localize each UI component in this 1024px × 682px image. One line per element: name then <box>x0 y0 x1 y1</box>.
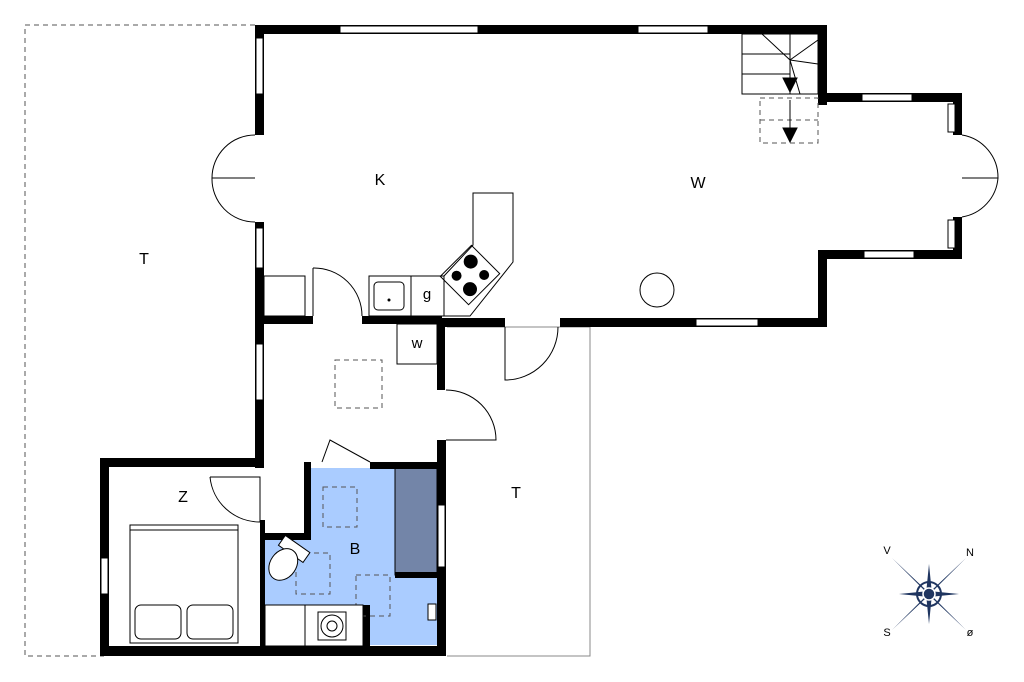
terrace-left-outline <box>24 24 255 657</box>
staircase <box>741 33 819 144</box>
label-living: W <box>690 175 706 192</box>
label-bedroom: Z <box>178 489 188 506</box>
double-bed <box>129 524 239 644</box>
compass-north: N <box>966 547 974 559</box>
compass-south: S <box>883 627 890 639</box>
bathtub <box>394 467 438 576</box>
washer-box <box>396 323 438 365</box>
bathroom-floor <box>262 468 437 645</box>
table <box>639 272 675 308</box>
sink <box>373 281 405 311</box>
doors <box>209 134 999 523</box>
compass-east: ø <box>967 627 974 639</box>
kitchen-counter <box>263 192 514 365</box>
windows <box>100 25 956 595</box>
label-fridge: g <box>423 286 431 303</box>
walls <box>100 25 962 656</box>
label-kitchen: K <box>375 172 386 189</box>
hatch <box>334 359 383 409</box>
label-terrace-left: T <box>139 251 149 268</box>
terrace-right-outline <box>447 326 591 657</box>
stove <box>439 244 501 306</box>
compass-rose-icon: V N S ø <box>883 545 974 639</box>
label-terrace-right: T <box>511 485 521 502</box>
bathroom-fixtures <box>264 486 437 647</box>
label-bathroom: B <box>350 541 361 558</box>
compass-west: V <box>883 545 891 557</box>
label-washer: w <box>411 335 423 352</box>
